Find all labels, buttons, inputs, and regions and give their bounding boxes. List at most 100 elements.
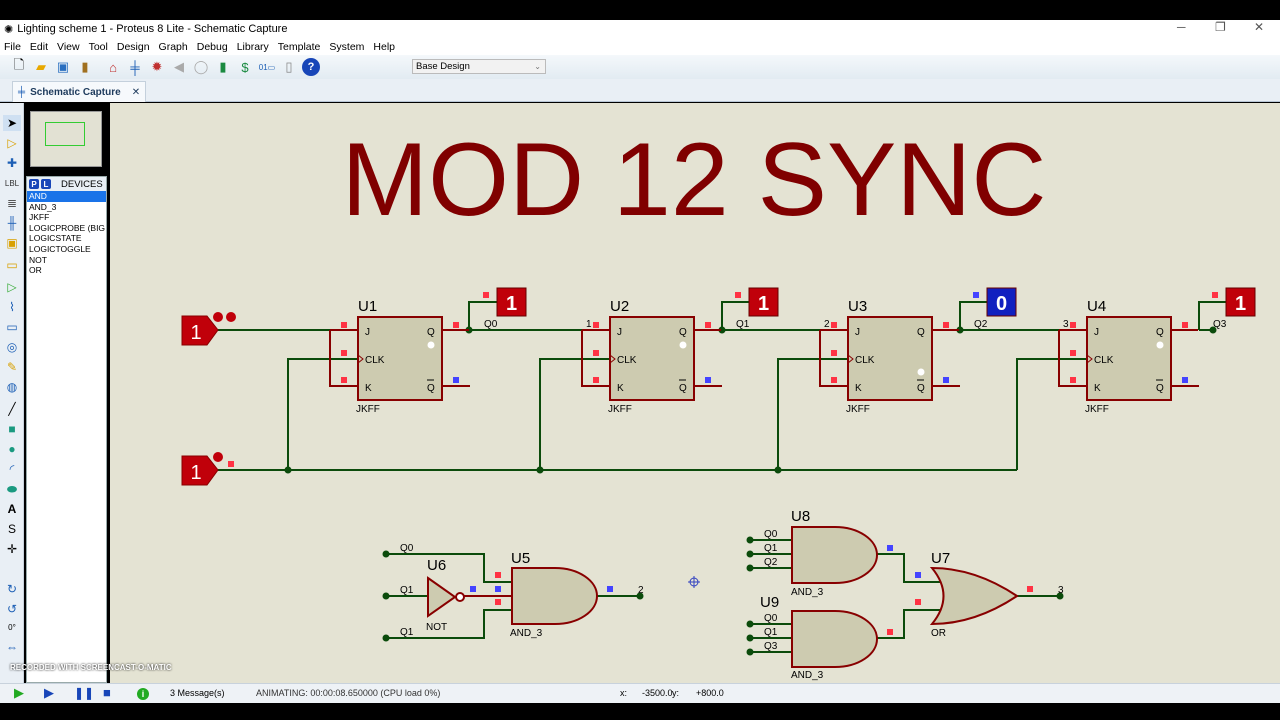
rotate-ccw-icon[interactable]: ↺ <box>6 602 18 616</box>
component-mode-icon[interactable]: ▷ <box>7 136 17 150</box>
box-icon[interactable]: ■ <box>8 422 16 436</box>
device-item[interactable]: AND <box>27 191 106 202</box>
pin-label: J <box>617 327 622 338</box>
schematic-icon[interactable]: ╪ <box>130 59 140 75</box>
pause-button[interactable]: ❚❚ <box>74 686 95 700</box>
terminal-icon[interactable]: ▭ <box>6 258 18 272</box>
minimize-button[interactable]: ─ <box>1177 20 1186 34</box>
net-label: Q0 <box>764 613 778 624</box>
menu-debug[interactable]: Debug <box>196 40 228 53</box>
tab-schematic-capture[interactable]: ╪ Schematic Capture ✕ <box>12 81 146 102</box>
rotate-cw-icon[interactable]: ↻ <box>6 582 18 596</box>
device-item[interactable]: JKFF <box>29 212 50 223</box>
tab-close-icon[interactable]: ✕ <box>131 86 141 98</box>
pin-icon[interactable]: ▷ <box>7 280 17 294</box>
logic-state-clock-enable[interactable]: 1 <box>181 312 236 346</box>
device-item[interactable]: NOT <box>29 254 47 265</box>
menu-library[interactable]: Library <box>236 40 269 53</box>
pin-label: CLK <box>365 355 385 366</box>
logic-probe-q0: 1 <box>483 287 527 317</box>
gerber-icon[interactable]: ◀ <box>174 59 184 74</box>
pcb-icon[interactable]: ✹ <box>151 59 163 74</box>
open-folder-icon[interactable]: ▰ <box>36 59 46 74</box>
import-icon[interactable]: ▮ <box>81 59 89 74</box>
schematic-icon: ╪ <box>18 86 26 98</box>
text-icon[interactable]: A <box>7 502 17 516</box>
bill-icon[interactable]: $ <box>241 59 249 75</box>
device-item[interactable]: AND_3 <box>29 201 57 212</box>
status-bar: ▶ ▶ ❚❚ ■ i 3 Message(s) ANIMATING: 00:00… <box>0 683 1280 703</box>
text-script-icon[interactable]: ≣ <box>6 196 18 210</box>
info-icon[interactable]: i <box>137 688 149 700</box>
generator-icon[interactable]: ◎ <box>6 340 18 354</box>
label-icon[interactable]: LBL <box>4 178 20 188</box>
net-label: Q0 <box>484 319 498 330</box>
logic-state-clock[interactable]: 1 <box>181 452 234 486</box>
3d-viewer-icon[interactable]: ◯ <box>193 59 209 74</box>
pin-state-marker <box>1182 377 1188 383</box>
menu-graph[interactable]: Graph <box>158 40 188 53</box>
play-button[interactable]: ▶ <box>14 685 24 700</box>
selection-mode-icon[interactable]: ➤ <box>3 115 21 131</box>
bus-icon[interactable]: ╫ <box>7 216 17 230</box>
menu-help[interactable]: Help <box>373 40 396 53</box>
tape-icon[interactable]: ▭ <box>6 320 18 334</box>
toggle-icon[interactable] <box>213 452 223 462</box>
arc-icon[interactable]: ◜ <box>9 462 15 476</box>
menu-design[interactable]: Design <box>116 40 150 53</box>
probe-icon[interactable]: ✎ <box>6 360 18 374</box>
marker-icon[interactable]: ✛ <box>6 542 18 556</box>
gate-type: OR <box>931 628 946 639</box>
and-gate-u9[interactable] <box>791 610 878 668</box>
new-file-icon[interactable]: 🗋 <box>13 57 25 72</box>
path-icon[interactable]: ⬬ <box>6 481 18 496</box>
graph-icon[interactable]: ⌇ <box>9 300 15 314</box>
notes-icon[interactable]: ▯ <box>285 59 293 74</box>
close-button[interactable]: ✕ <box>1254 20 1265 34</box>
device-item[interactable]: OR <box>29 265 42 276</box>
circle-icon[interactable]: ● <box>8 442 16 456</box>
messages-count[interactable]: 3 Message(s) <box>170 688 225 698</box>
subcircuit-icon[interactable]: ▣ <box>6 236 18 250</box>
bom-icon[interactable]: ▮ <box>219 59 227 74</box>
menu-edit[interactable]: Edit <box>29 40 49 53</box>
instrument-icon[interactable]: ◍ <box>6 380 18 394</box>
down-arrow-icon[interactable] <box>226 312 236 322</box>
stop-button[interactable]: ■ <box>103 685 111 700</box>
overview-window[interactable] <box>30 111 102 167</box>
watermark: RECORDED WITH SCREENCAST-O-MATIC <box>10 663 172 672</box>
design-explorer-icon[interactable]: 01▭ <box>258 62 276 72</box>
not-gate-u6[interactable] <box>427 576 457 618</box>
menu-file[interactable]: File <box>4 40 21 53</box>
device-item[interactable]: LOGICSTATE <box>29 233 82 244</box>
pin-state-marker <box>1070 377 1076 383</box>
and-gate-u5[interactable] <box>511 567 598 625</box>
home-icon[interactable]: ⌂ <box>109 59 117 75</box>
menu-tool[interactable]: Tool <box>88 40 108 53</box>
menu-template[interactable]: Template <box>277 40 321 53</box>
save-icon[interactable]: ▣ <box>56 59 70 74</box>
menu-view[interactable]: View <box>57 40 80 53</box>
symbol-icon[interactable]: S <box>7 522 16 536</box>
step-button[interactable]: ▶ <box>44 685 54 700</box>
maximize-button[interactable]: ❐ <box>1215 20 1226 34</box>
pin-label: Q <box>917 327 925 338</box>
or-gate-u7[interactable] <box>929 566 1019 626</box>
device-item[interactable]: LOGICTOGGLE <box>29 243 91 254</box>
menu-system[interactable]: System <box>329 40 365 53</box>
and-gate-u8[interactable] <box>791 526 878 584</box>
help-icon[interactable]: ? <box>302 58 320 76</box>
device-item[interactable]: LOGICPROBE (BIG <box>29 222 106 233</box>
mirror-x-icon[interactable]: ⇔ <box>6 640 18 654</box>
line-icon[interactable]: ╱ <box>8 402 16 416</box>
pick-devices-button[interactable]: P <box>29 179 39 189</box>
design-select[interactable]: Base Design ⌄ <box>412 59 546 74</box>
up-arrow-icon[interactable] <box>213 312 223 322</box>
library-manager-button[interactable]: L <box>41 179 51 189</box>
junction-icon[interactable]: ✚ <box>6 156 18 170</box>
